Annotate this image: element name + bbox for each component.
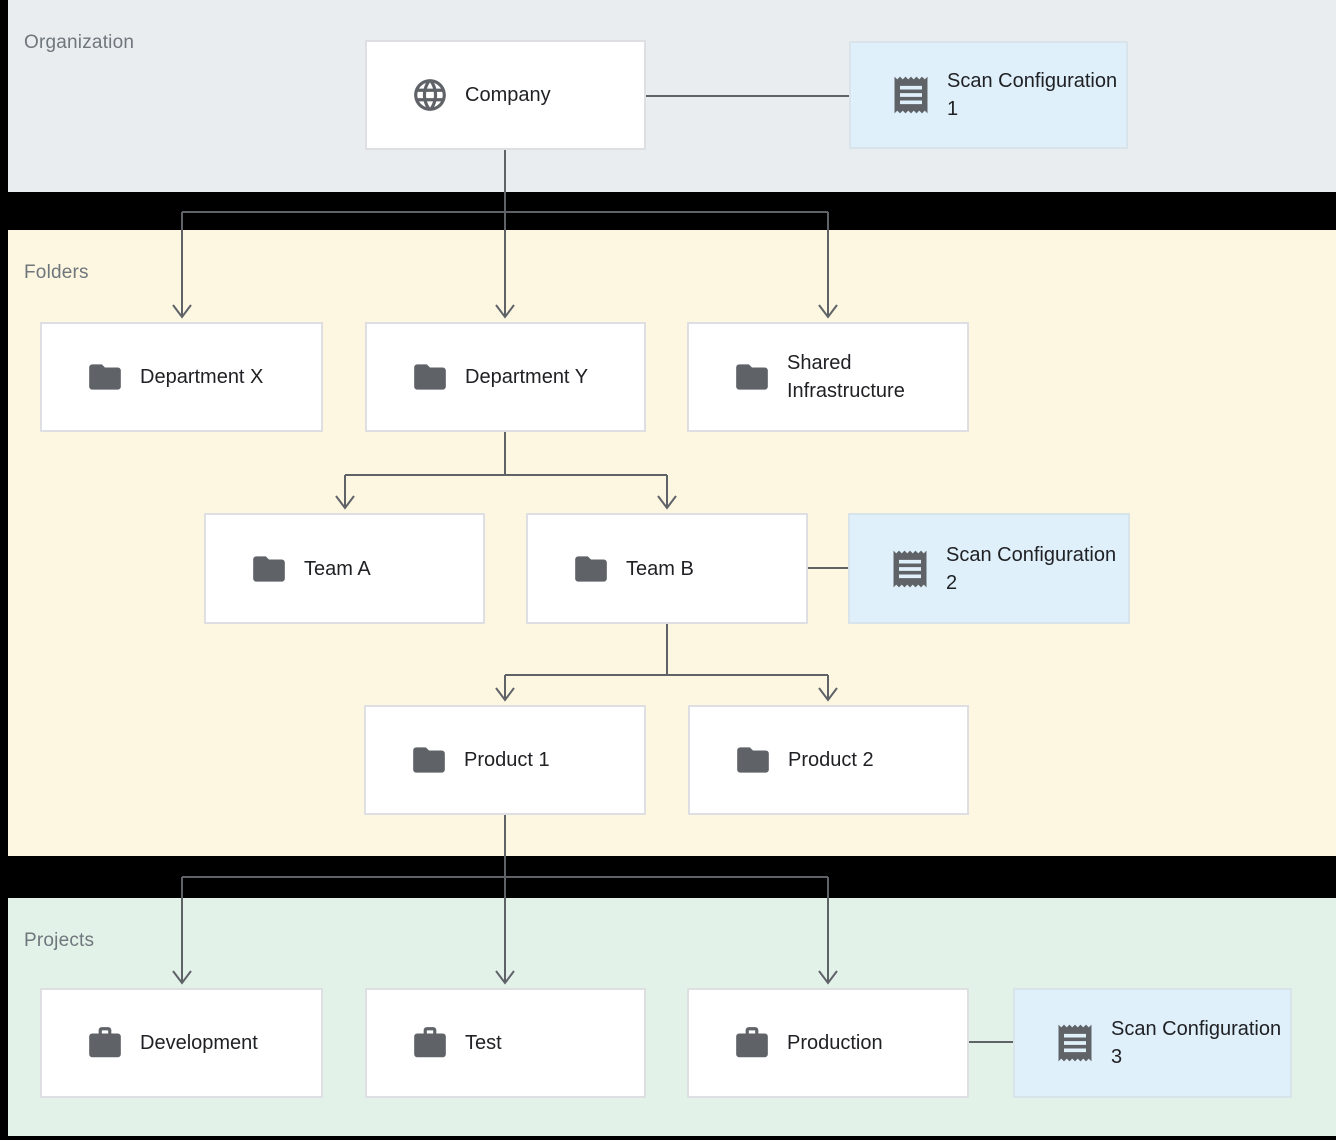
node-team-b-label: Team B [626, 557, 694, 580]
node-team-a-label: Team A [304, 557, 371, 580]
folder-icon [733, 358, 771, 396]
folder-icon [734, 741, 772, 779]
folder-icon [410, 741, 448, 779]
node-shared-infrastructure: Shared Infrastructure [687, 322, 969, 432]
node-scan-configuration-1-label: Scan Configuration 1 [947, 70, 1118, 120]
folder-icon [86, 358, 124, 396]
briefcase-icon [733, 1024, 771, 1062]
node-production: Production [687, 988, 969, 1098]
node-department-y: Department Y [365, 322, 646, 432]
node-team-a: Team A [204, 513, 485, 624]
folder-icon [250, 550, 288, 588]
node-department-x: Department X [40, 322, 323, 432]
node-scan-configuration-1: Scan Configuration 1 [849, 41, 1128, 149]
node-product-1-label: Product 1 [464, 749, 550, 771]
projects-band-label: Projects [24, 930, 95, 951]
node-production-label: Production [787, 1032, 883, 1054]
receipt-icon [888, 547, 932, 591]
node-department-x-label: Department X [140, 366, 264, 388]
node-development-label: Development [140, 1032, 258, 1054]
organization-band: Organization [8, 0, 1336, 192]
briefcase-icon [411, 1024, 449, 1062]
node-company-label: Company [465, 84, 551, 106]
node-company: Company [365, 40, 646, 150]
organization-band-label: Organization [24, 32, 135, 53]
node-product-2: Product 2 [688, 705, 969, 815]
folders-band-label: Folders [24, 262, 89, 283]
node-scan-configuration-3: Scan Configuration 3 [1013, 988, 1292, 1098]
node-test-label: Test [465, 1032, 502, 1054]
node-scan-configuration-2: Scan Configuration 2 [848, 513, 1130, 624]
node-test: Test [365, 988, 646, 1098]
node-shared-infrastructure-label: Shared Infrastructure [787, 352, 905, 402]
folder-icon [572, 550, 610, 588]
receipt-icon [889, 73, 933, 117]
node-team-b: Team B [526, 513, 808, 624]
node-scan-configuration-2-label: Scan Configuration 2 [946, 543, 1117, 594]
folder-icon [411, 358, 449, 396]
node-development: Development [40, 988, 323, 1098]
node-scan-configuration-3-label: Scan Configuration 3 [1111, 1018, 1282, 1068]
globe-icon [411, 76, 449, 114]
node-department-y-label: Department Y [465, 366, 589, 388]
briefcase-icon [86, 1024, 124, 1062]
receipt-icon [1053, 1021, 1097, 1065]
node-product-2-label: Product 2 [788, 749, 874, 771]
node-product-1: Product 1 [364, 705, 646, 815]
